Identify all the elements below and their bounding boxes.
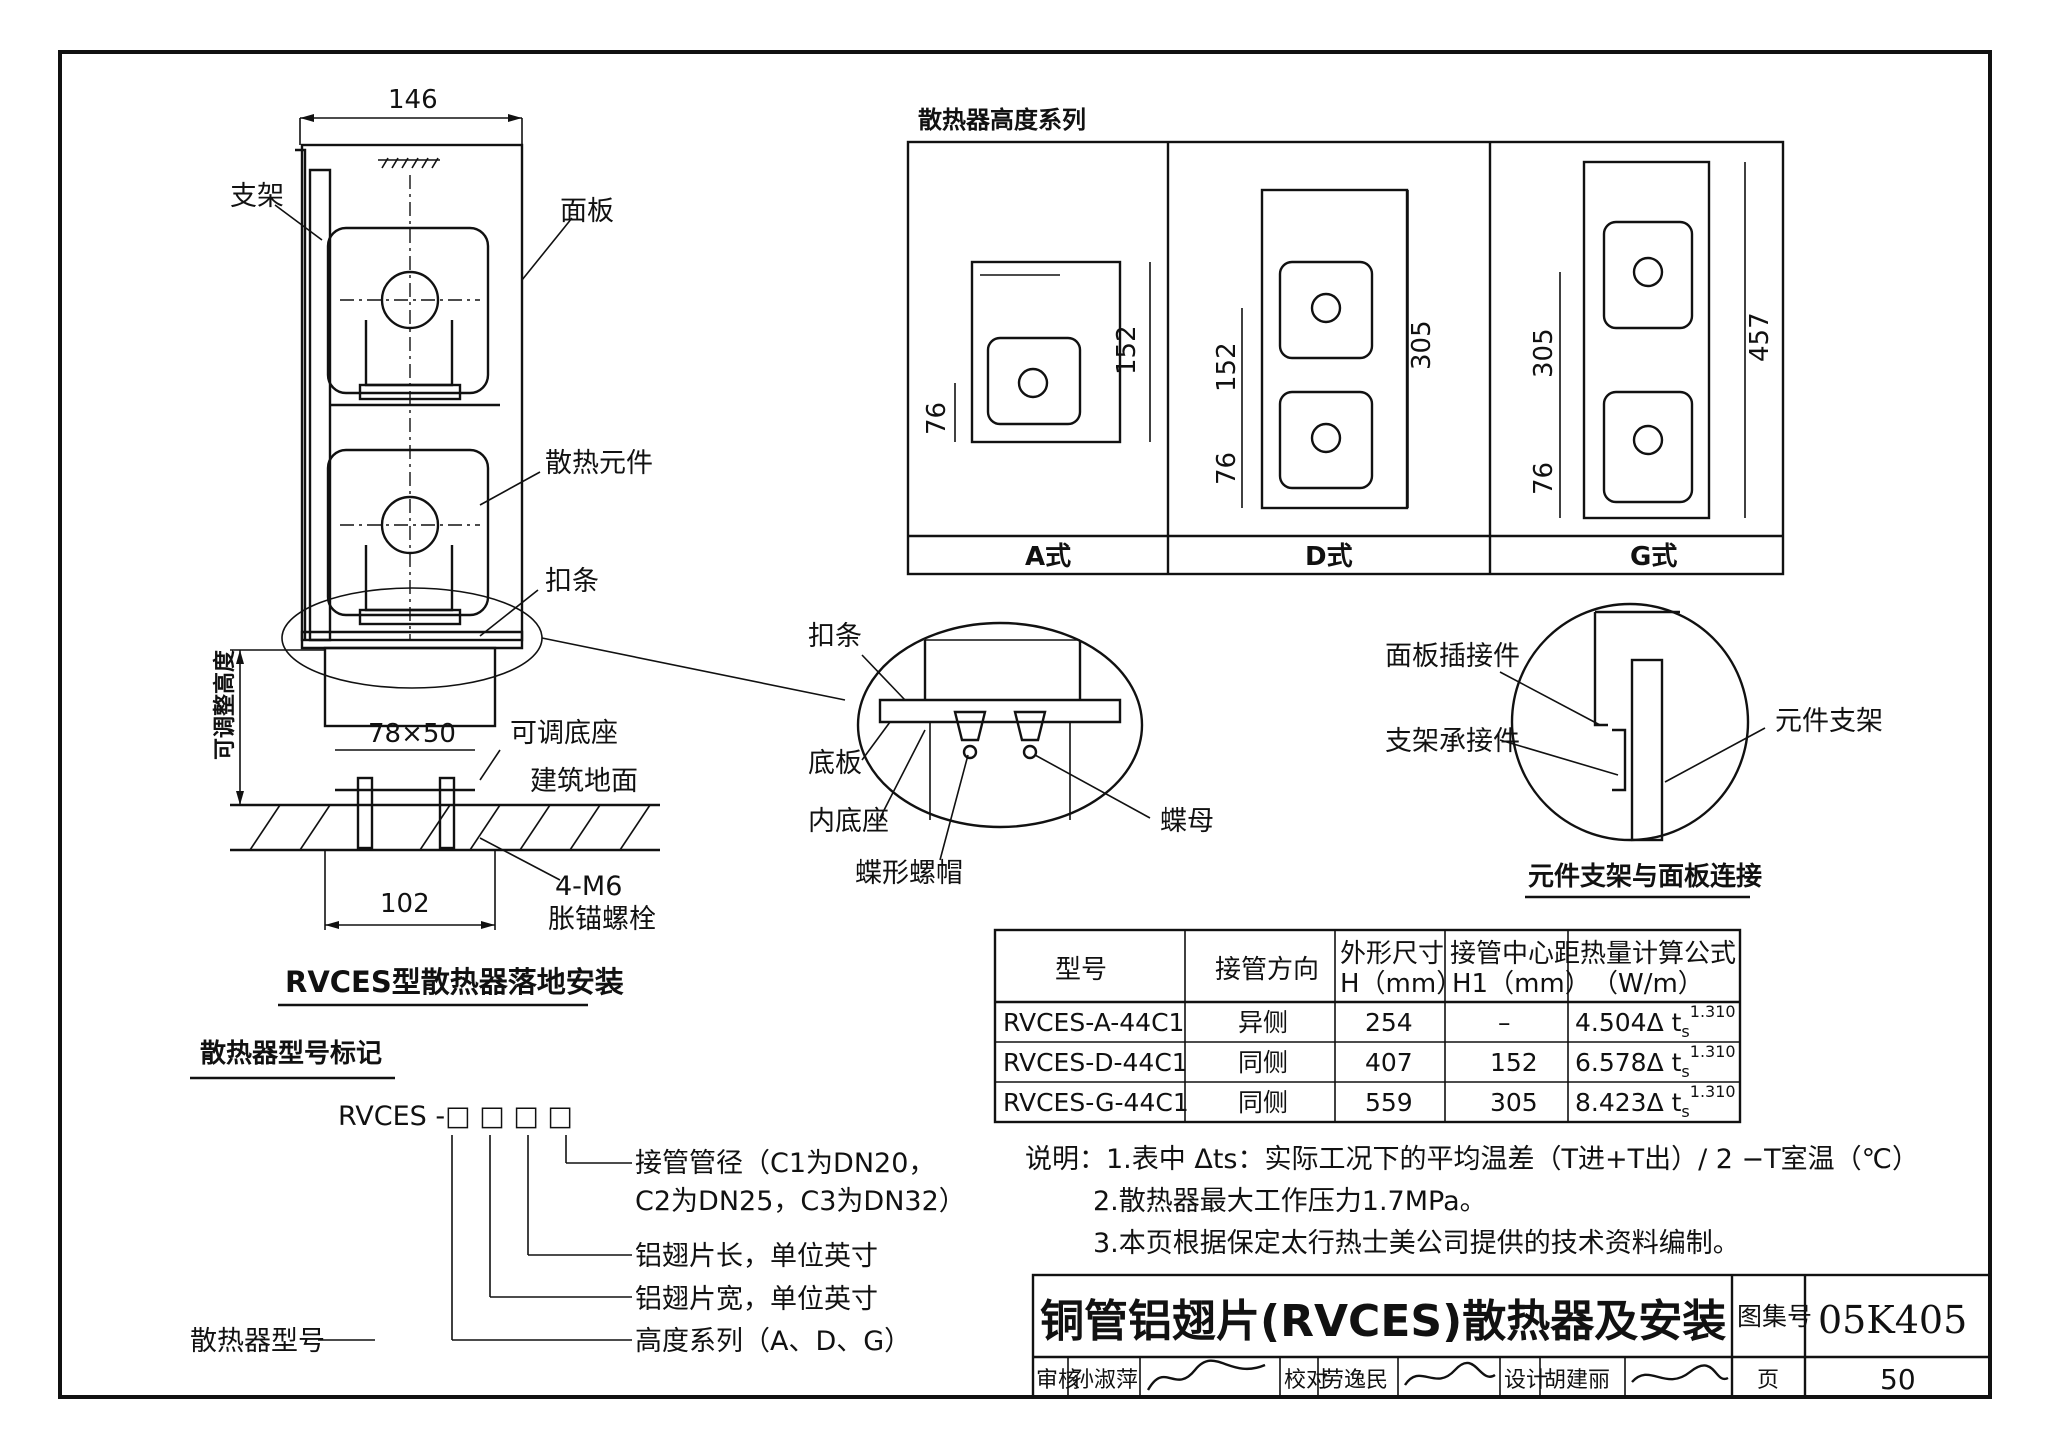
designer-signature <box>1631 1364 1729 1383</box>
td-h: 559 <box>1365 1088 1413 1117</box>
label-heating-element: 散热元件 <box>545 448 653 479</box>
height-series-title: 散热器高度系列 <box>918 106 1086 134</box>
td-h: 407 <box>1365 1048 1413 1077</box>
note-3: 3.本页根据保定太行热士美公司提供的技术资料编制。 <box>1093 1228 1740 1259</box>
atlas-number: 05K405 <box>1818 1298 1967 1342</box>
height-series-diagram: 散热器高度系列 152 76 A式 305 152 76 D式 <box>906 106 1785 576</box>
label-building-floor: 建筑地面 <box>530 766 638 797</box>
td-formula: 4.504Δ ts1.310 <box>1575 1002 1736 1041</box>
th-size-1: 外形尺寸 <box>1340 939 1444 969</box>
d-dim-152: 152 <box>1212 342 1242 392</box>
td-model: RVCES-G-44C1 <box>1003 1088 1189 1117</box>
g-dim-305: 305 <box>1529 328 1559 378</box>
label-bracket-connector: 支架承接件 <box>1385 726 1520 757</box>
td-model: RVCES-A-44C1 <box>1003 1008 1184 1037</box>
designer-name: 胡建丽 <box>1544 1368 1610 1393</box>
spec-table: 型号 接管方向 外形尺寸 H（mm） 接管中心距 H1（mm） 热量计算公式 （… <box>993 928 1742 1124</box>
label-element-bracket: 元件支架 <box>1775 706 1883 737</box>
a-style-label: A式 <box>1025 542 1071 572</box>
detail-label-inner-base: 内底座 <box>808 806 889 837</box>
panel-outline <box>300 143 524 642</box>
g-dim-457: 457 <box>1745 312 1775 362</box>
g-style-label: G式 <box>1630 542 1677 572</box>
dim-102: 102 <box>380 889 430 919</box>
td-formula: 6.578Δ ts1.310 <box>1575 1042 1736 1081</box>
caption-floor-installation: RVCES型散热器落地安装 <box>285 965 624 999</box>
heating-element-lower <box>326 448 490 617</box>
detail-label-wing-screw: 蝶形螺帽 <box>855 858 963 889</box>
model-code-string: RVCES -□ □ □ □ <box>338 1101 573 1132</box>
detail-label-wing-nut: 蝶母 <box>1160 806 1214 837</box>
td-h1: – <box>1498 1008 1511 1037</box>
note-1: 说明：1.表中 Δts：实际工况下的平均温差（T进+T出）/ 2 −T室温（℃） <box>1025 1144 1919 1175</box>
th-center-2: H1（mm） <box>1452 969 1591 999</box>
label-bolt-spec: 4-M6 <box>555 871 622 902</box>
th-formula-1: 热量计算公式 <box>1580 939 1736 969</box>
td-h: 254 <box>1365 1008 1413 1037</box>
dim-78x50: 78×50 <box>368 719 456 749</box>
model-code-radiator-model: 散热器型号 <box>190 1326 325 1357</box>
label-anchor-bolt: 胀锚螺栓 <box>548 904 656 935</box>
reviewer-name: 孙淑萍 <box>1072 1368 1138 1393</box>
detail-label-bottom-plate: 底板 <box>808 748 862 779</box>
atlas-label: 图集号 <box>1737 1302 1812 1331</box>
notes-block: 说明：1.表中 Δts：实际工况下的平均温差（T进+T出）/ 2 −T室温（℃）… <box>1025 1144 1919 1259</box>
page-number: 50 <box>1880 1363 1916 1396</box>
th-direction: 接管方向 <box>1215 955 1319 985</box>
model-code-pipe-diameter: 接管管径（C1为DN20， <box>635 1148 935 1179</box>
checker-signature <box>1403 1361 1496 1386</box>
base-detail-diagram: 扣条 底板 内底座 蝶形螺帽 蝶母 <box>808 621 1214 889</box>
g-dim-76: 76 <box>1529 462 1559 495</box>
caption-connection: 元件支架与面板连接 <box>1528 862 1762 892</box>
reviewer-signature <box>1146 1359 1266 1391</box>
title-block: 铜管铝翅片(RVCES)散热器及安装 图集号 05K405 审核 孙淑萍 校对 … <box>1031 1273 1992 1399</box>
heating-element-upper <box>326 226 490 395</box>
main-installation-drawing: 146 <box>212 85 846 1007</box>
td-formula: 8.423Δ ts1.310 <box>1575 1082 1736 1121</box>
model-code-fin-length: 铝翅片长，单位英寸 <box>635 1241 878 1272</box>
note-2: 2.散热器最大工作压力1.7MPa。 <box>1093 1186 1487 1217</box>
model-code-height-series: 高度系列（A、D、G） <box>635 1326 911 1357</box>
detail-label-clip: 扣条 <box>808 621 862 652</box>
design-label: 设计 <box>1504 1368 1548 1393</box>
label-bracket: 支架 <box>230 181 284 212</box>
label-adjustable-height: 可调整高度 <box>212 649 238 760</box>
label-clip: 扣条 <box>545 566 599 597</box>
detail-circle-base <box>281 587 543 689</box>
td-h1: 152 <box>1490 1048 1538 1077</box>
connection-detail-diagram: 面板插接件 支架承接件 元件支架 元件支架与面板连接 <box>1385 602 1883 899</box>
model-code-fin-width: 铝翅片宽，单位英寸 <box>635 1284 878 1315</box>
a-dim-152: 152 <box>1112 325 1142 375</box>
checker-name: 劳逸民 <box>1322 1368 1388 1393</box>
label-adjustable-base: 可调底座 <box>510 718 618 749</box>
th-formula-2: （W/m） <box>1592 969 1704 999</box>
model-code-pipe-diameter-2: C2为DN25，C3为DN32） <box>635 1186 966 1217</box>
a-dim-76: 76 <box>922 402 952 435</box>
dim-146: 146 <box>388 85 438 115</box>
model-code-title: 散热器型号标记 <box>200 1039 382 1069</box>
label-panel: 面板 <box>560 196 614 227</box>
td-h1: 305 <box>1490 1088 1538 1117</box>
review-label: 审核 <box>1036 1368 1080 1393</box>
model-code-diagram: 散热器型号标记 RVCES -□ □ □ □ 接管管径（C1为DN20， C2为… <box>190 1039 966 1357</box>
page-label: 页 <box>1757 1368 1779 1393</box>
d-dim-305: 305 <box>1407 320 1437 370</box>
d-style-label: D式 <box>1305 542 1353 572</box>
td-direction: 同侧 <box>1238 1088 1288 1117</box>
d-dim-76: 76 <box>1212 452 1242 485</box>
sheet-frame <box>58 50 1992 1399</box>
th-model: 型号 <box>1055 955 1107 985</box>
th-center-1: 接管中心距 <box>1450 939 1580 969</box>
td-direction: 异侧 <box>1238 1008 1288 1037</box>
td-direction: 同侧 <box>1238 1048 1288 1077</box>
td-model: RVCES-D-44C1 <box>1003 1048 1188 1077</box>
th-size-2: H（mm） <box>1340 969 1462 999</box>
drawing-title: 铜管铝翅片(RVCES)散热器及安装 <box>1040 1296 1726 1347</box>
check-label: 校对 <box>1284 1368 1328 1393</box>
label-panel-plug: 面板插接件 <box>1385 641 1520 672</box>
